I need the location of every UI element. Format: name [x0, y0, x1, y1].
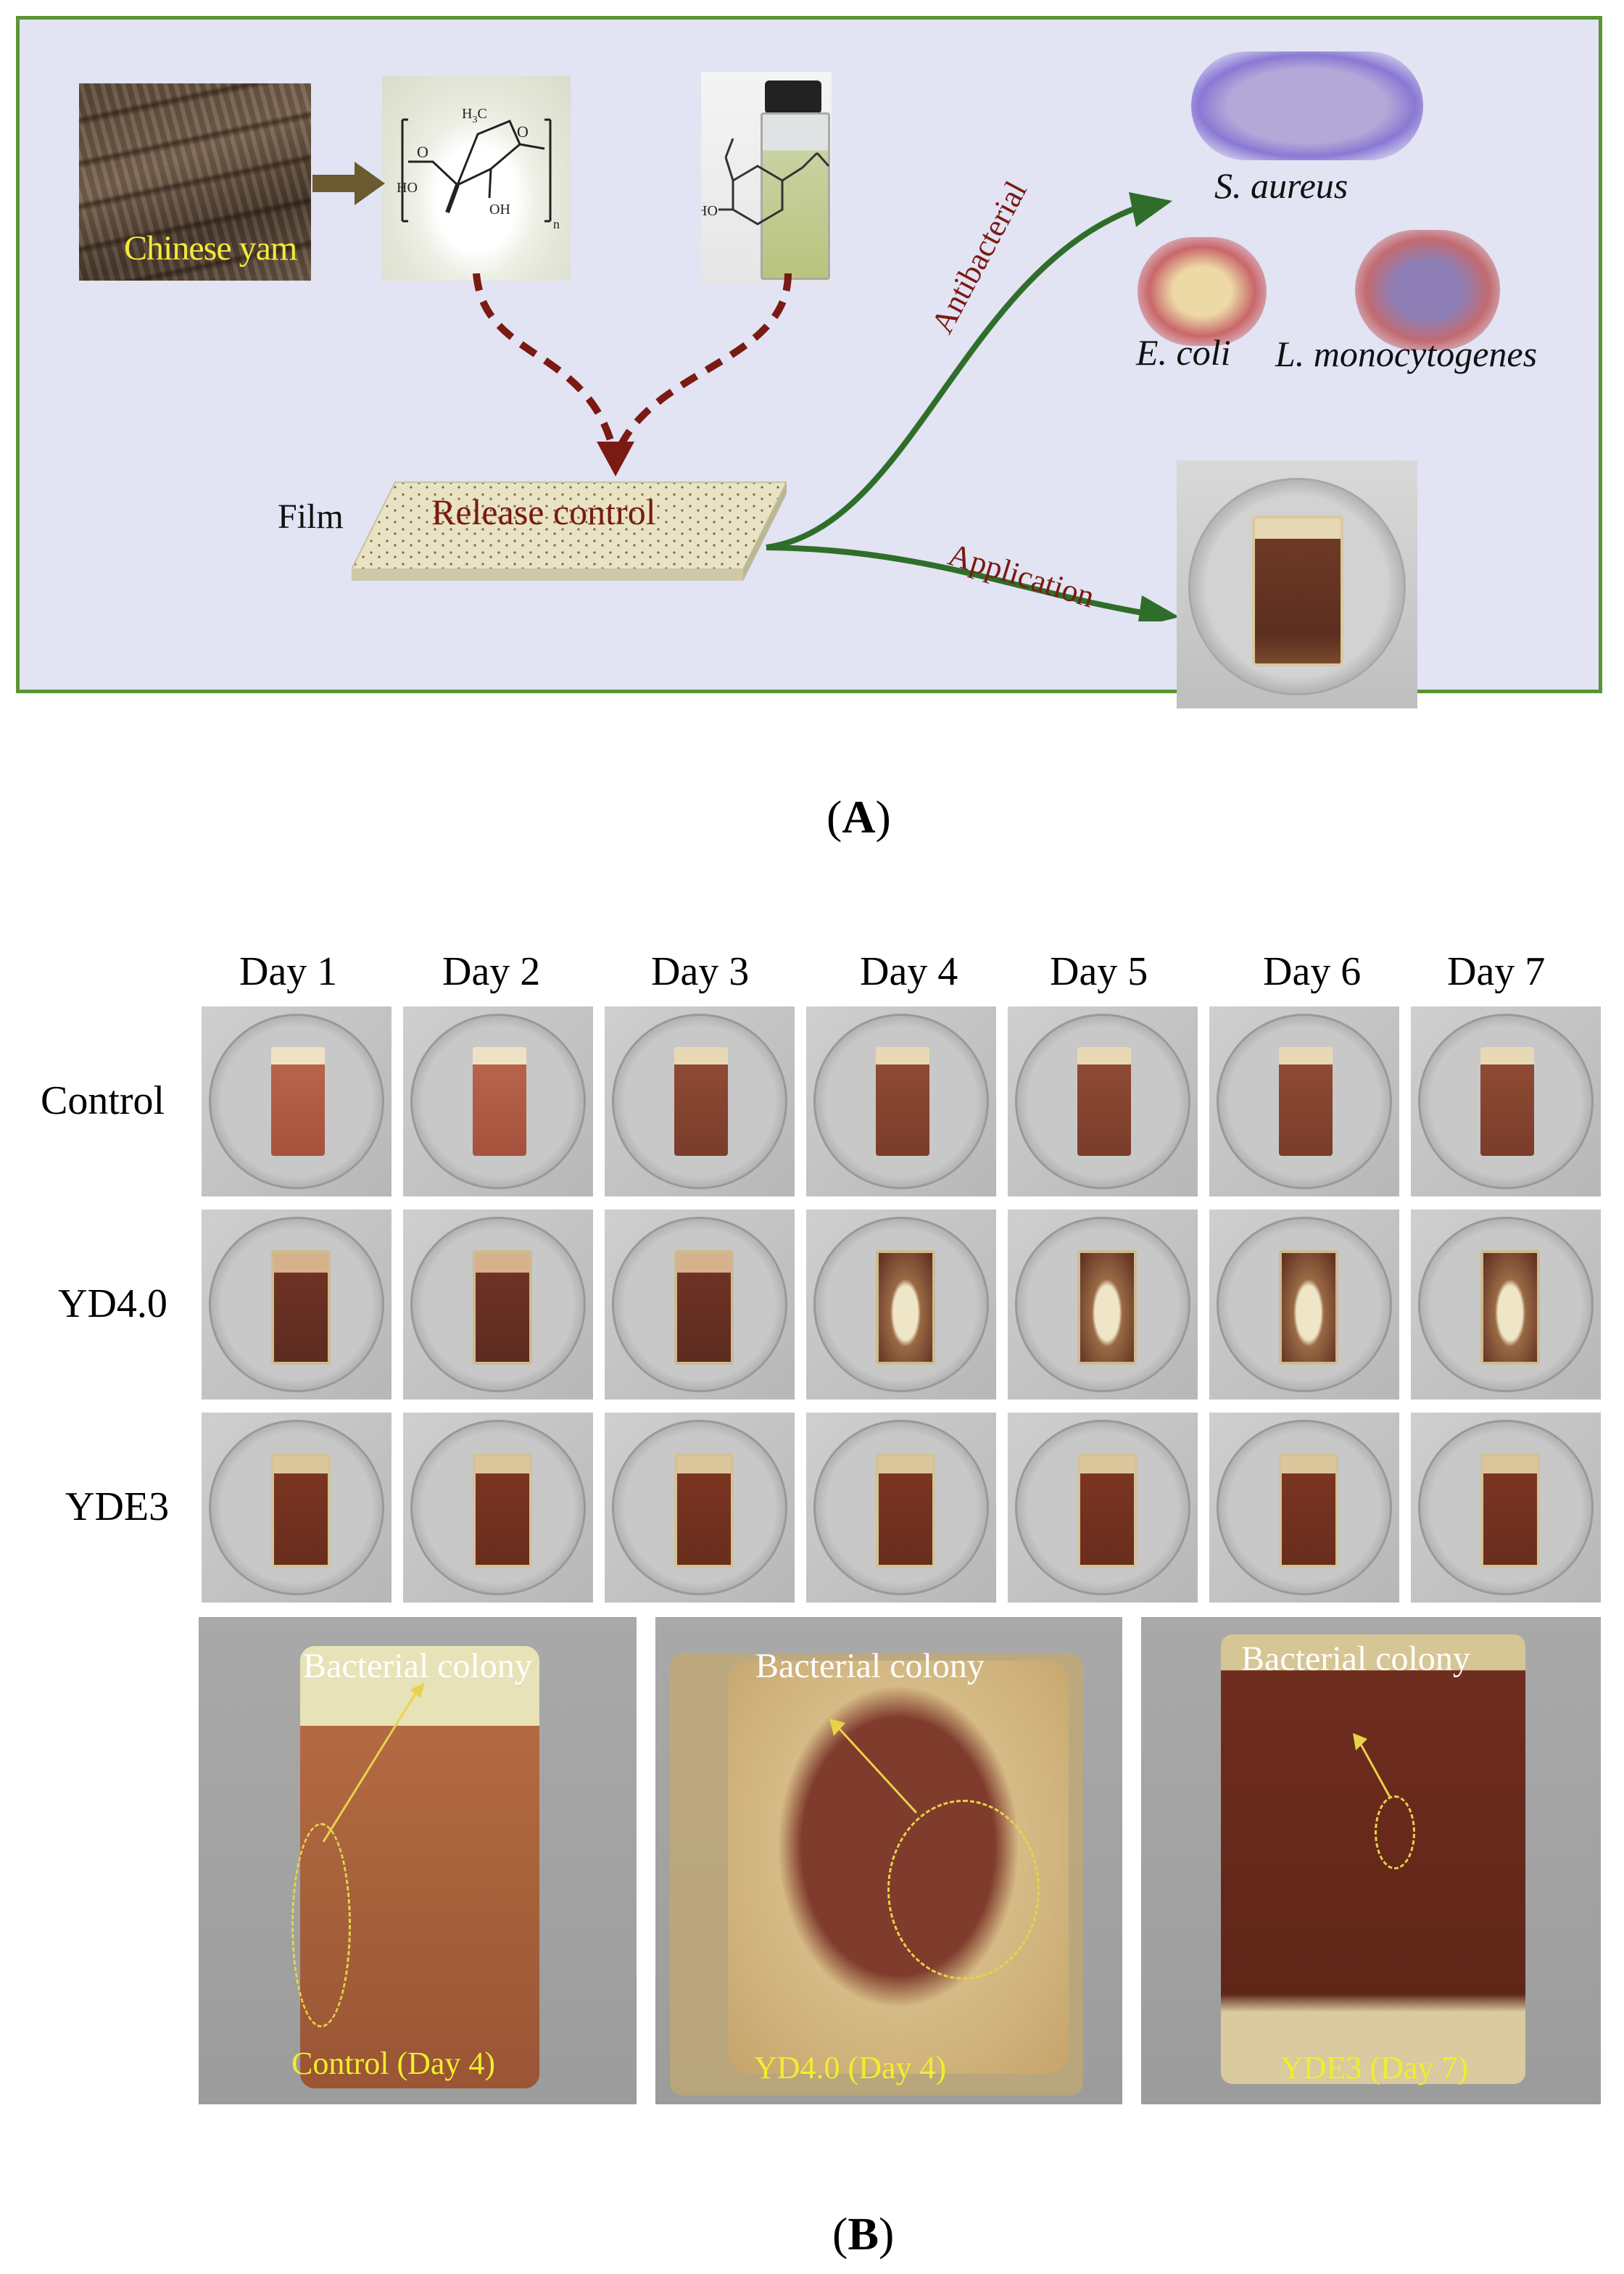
closeup-control-label: Bacterial colony: [303, 1647, 532, 1685]
chem-ho-label: HO: [397, 180, 418, 196]
vial-cap: [765, 80, 821, 114]
closeup-yde3-sample: [1221, 1634, 1525, 2084]
l-monocytogenes-icon: [1355, 230, 1500, 350]
panel-a-diagram: Chinese yam H3C O O HO OH n: [16, 16, 1602, 708]
s-aureus-label: S. aureus: [1214, 165, 1348, 206]
application-dish-photo: [1177, 460, 1417, 708]
release-control-label: Release control: [431, 492, 656, 532]
photo-yd40-day5: [1008, 1210, 1198, 1399]
chem-o-label-1: O: [417, 143, 428, 161]
chem-o-label-2: O: [517, 123, 529, 141]
photo-yde3-day3: [605, 1413, 795, 1603]
caption-a: (A): [826, 791, 891, 843]
green-branch-arrows: [766, 192, 1180, 621]
photo-yd40-day7: [1411, 1210, 1601, 1399]
film-label: Film: [278, 497, 344, 536]
row-label-yd40: YD4.0: [58, 1281, 167, 1326]
photo-yde3-day5: [1008, 1413, 1198, 1603]
chem-h3c-label: H3C: [462, 106, 487, 125]
day-label-5: Day 5: [1050, 949, 1148, 994]
s-aureus-icon: [1191, 51, 1423, 160]
vial-body: [761, 112, 830, 280]
chinese-yam-photo: Chinese yam: [79, 83, 311, 281]
polysaccharide-powder-photo: H3C O O HO OH n: [382, 76, 571, 281]
day-label-1: Day 1: [239, 949, 338, 994]
closeup-yde3-colony-ring: [1375, 1795, 1415, 1869]
closeup-yde3-pointer: [1353, 1733, 1392, 1799]
photo-yde3-day6: [1209, 1413, 1399, 1603]
closeup-control-caption: Control (Day 4): [291, 2046, 496, 2081]
closeup-yde3-label: Bacterial colony: [1241, 1640, 1470, 1678]
l-monocytogenes-label: L. monocytogenes: [1275, 334, 1538, 374]
eugenol-vial-photo: HO: [701, 72, 832, 284]
photo-yd40-day6: [1209, 1210, 1399, 1399]
photo-yd40-day2: [403, 1210, 593, 1399]
yam-to-polymer-arrow: [312, 162, 385, 205]
photo-yde3-day2: [403, 1413, 593, 1603]
day-label-4: Day 4: [860, 949, 958, 994]
closeup-control-colony-ring: [291, 1823, 351, 2027]
closeup-yd40-caption: YD4.0 (Day 4): [754, 2050, 947, 2085]
day-label-3: Day 3: [651, 949, 750, 994]
closeup-yde3-caption: YDE3 (Day 7): [1280, 2050, 1469, 2085]
vial-ho-label: HO: [701, 203, 718, 219]
photo-yde3-day7: [1411, 1413, 1601, 1603]
photo-yde3-day1: [202, 1413, 392, 1603]
photo-control-day2: [403, 1006, 593, 1196]
closeup-yd40-label: Bacterial colony: [755, 1647, 985, 1685]
photo-control-day6: [1209, 1006, 1399, 1196]
closeup-control: Bacterial colony Control (Day 4): [199, 1617, 637, 2104]
photo-control-day1: [202, 1006, 392, 1196]
closeup-control-pointer: [322, 1682, 425, 1843]
photo-yd40-day1: [202, 1210, 392, 1399]
film-sheet: [352, 481, 787, 581]
photo-control-day7: [1411, 1006, 1601, 1196]
chinese-yam-label: Chinese yam: [124, 229, 297, 268]
closeup-yd40: Bacterial colony YD4.0 (Day 4): [655, 1617, 1122, 2104]
day-label-6: Day 6: [1263, 949, 1362, 994]
chem-oh-label: OH: [489, 202, 510, 218]
polysaccharide-structure: H3C O O HO OH n: [397, 106, 560, 231]
chem-n-label: n: [553, 217, 560, 231]
application-meat-sample: [1252, 516, 1343, 666]
e-coli-icon: [1138, 237, 1267, 346]
row-label-control: Control: [41, 1078, 165, 1123]
photo-yde3-day4: [806, 1413, 996, 1603]
panel-b-photos: Day 1 Day 2 Day 3 Day 4 Day 5 Day 6 Day …: [0, 919, 1624, 2109]
closeup-yde3: Bacterial colony YDE3 (Day 7): [1141, 1617, 1601, 2104]
caption-b: (B): [832, 2208, 895, 2259]
photo-control-day3: [605, 1006, 795, 1196]
day-label-7: Day 7: [1447, 949, 1546, 994]
eugenol-structure: HO: [701, 138, 830, 226]
photo-yd40-day3: [605, 1210, 795, 1399]
dashed-arrows-to-film: [473, 273, 792, 476]
row-label-yde3: YDE3: [65, 1484, 170, 1529]
closeup-yd40-colony-ring: [887, 1800, 1040, 1980]
day-label-2: Day 2: [442, 949, 541, 994]
closeup-yd40-pointer: [829, 1719, 918, 1814]
photo-yd40-day4: [806, 1210, 996, 1399]
e-coli-label: E. coli: [1136, 332, 1231, 373]
photo-control-day4: [806, 1006, 996, 1196]
photo-control-day5: [1008, 1006, 1198, 1196]
